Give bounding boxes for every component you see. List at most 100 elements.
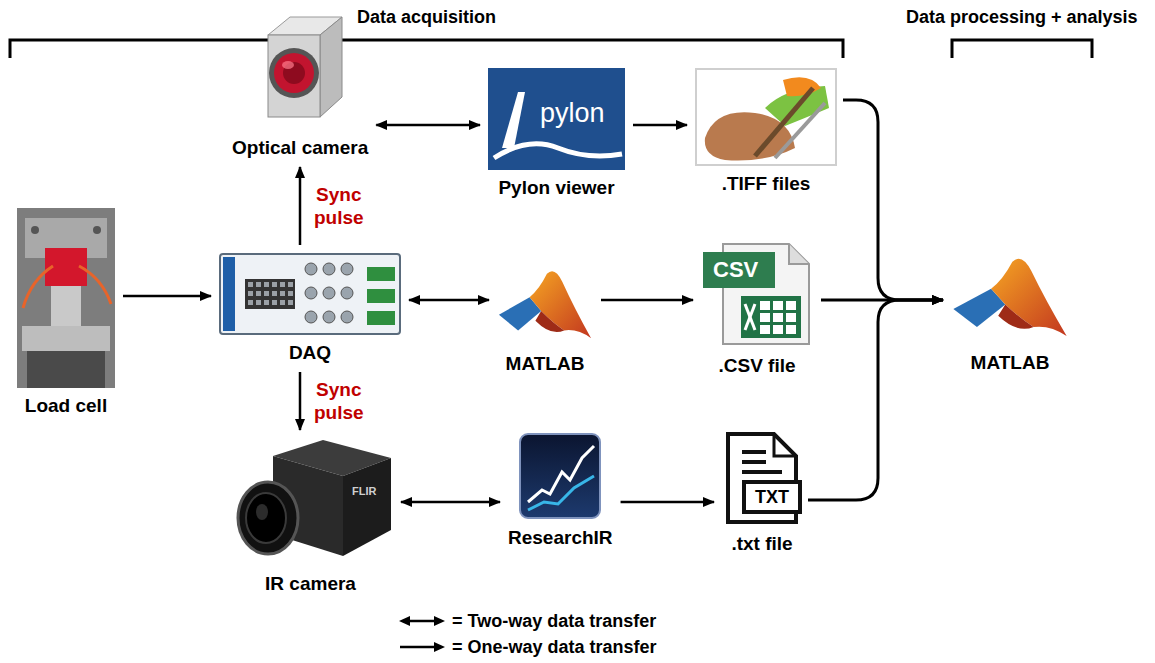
graphic-part xyxy=(528,446,594,502)
graphic-part xyxy=(786,301,796,310)
icon xyxy=(219,253,401,335)
data-arrow xyxy=(808,300,943,500)
graphic-part xyxy=(282,61,294,69)
node-caption: .TIFF files xyxy=(722,172,811,195)
legend-sample xyxy=(398,614,446,628)
graphic-part xyxy=(434,642,445,652)
signal-label: Sync pulse xyxy=(312,183,366,229)
graphic-part xyxy=(272,300,277,305)
icon-art xyxy=(695,68,837,166)
section-bracket xyxy=(10,40,843,58)
graphic-part xyxy=(745,304,755,330)
icon: TXT xyxy=(722,430,802,526)
node-caption: .CSV file xyxy=(718,354,795,377)
icon xyxy=(695,68,837,166)
brand-mark: FLIR xyxy=(352,484,376,498)
graphic-part xyxy=(786,325,796,334)
section-bracket xyxy=(952,40,1092,58)
icon-art xyxy=(219,253,401,335)
graphic-part xyxy=(341,263,353,275)
software-node: pylonPylon viewer xyxy=(488,68,625,199)
graphic-part xyxy=(991,259,1067,336)
node-caption: MATLAB xyxy=(971,351,1050,374)
graphic-part xyxy=(783,77,821,96)
graphic-part xyxy=(248,291,253,296)
camera-node: Optical camera xyxy=(232,5,368,159)
graphic-part xyxy=(17,208,115,388)
graphic-part xyxy=(280,282,285,287)
graphic-part xyxy=(741,296,801,338)
daq-node: DAQ xyxy=(219,253,401,364)
graphic-part xyxy=(530,271,591,338)
legend-sample xyxy=(398,640,446,654)
graphic-part xyxy=(760,313,770,322)
graphic-part xyxy=(742,450,766,454)
graphic-part xyxy=(742,460,766,464)
graphic-part xyxy=(367,289,395,303)
graphic-part xyxy=(79,266,111,304)
file-node: TXT.txt file xyxy=(722,430,802,555)
icon xyxy=(497,268,593,346)
icon-art xyxy=(701,240,813,348)
graphic-part xyxy=(288,300,293,305)
node-caption: ResearchIR xyxy=(508,526,613,549)
icon-art xyxy=(518,432,602,520)
data-arrow xyxy=(376,124,480,127)
camera-node: IR camera xyxy=(228,438,393,595)
graphic-part xyxy=(223,257,235,331)
data-arrow xyxy=(409,299,489,302)
section-heading: Data acquisition xyxy=(357,6,496,29)
graphic-part xyxy=(27,351,105,388)
icon-art xyxy=(722,430,802,526)
logo-text: CSV xyxy=(713,257,758,282)
graphic-part xyxy=(264,291,269,296)
graphic-part xyxy=(773,301,783,310)
graphic-part xyxy=(399,616,410,626)
icon-art xyxy=(250,5,350,130)
node-caption: MATLAB xyxy=(506,352,585,375)
graphic-part xyxy=(264,300,269,305)
icon xyxy=(250,5,350,130)
data-arrow xyxy=(299,167,302,245)
icon-art xyxy=(951,255,1069,345)
data-arrow xyxy=(299,372,302,430)
graphic-part xyxy=(269,48,319,98)
graphic-part xyxy=(760,325,770,334)
graphic-part xyxy=(494,144,622,158)
graphic-part xyxy=(341,287,353,299)
graphic-part xyxy=(367,311,395,325)
graphic-part xyxy=(246,493,286,543)
graphic-part xyxy=(238,482,298,554)
graphic-part xyxy=(323,311,335,323)
software-node: ResearchIR xyxy=(508,432,613,549)
icon xyxy=(17,208,115,388)
legend: = Two-way data transfer= One-way data tr… xyxy=(398,608,657,660)
graphic-part xyxy=(22,326,110,351)
sensor-node: Load cell xyxy=(17,208,115,417)
graphic-part xyxy=(774,434,796,456)
data-arrow xyxy=(401,501,500,504)
data-arrow xyxy=(123,295,211,298)
legend-row: = One-way data transfer xyxy=(398,634,657,660)
section-heading: Data processing + analysis xyxy=(906,6,1138,29)
graphic-part xyxy=(341,311,353,323)
software-node: MATLAB xyxy=(497,268,593,375)
graphic-part xyxy=(288,291,293,296)
node-caption: IR camera xyxy=(265,572,356,595)
graphic-part xyxy=(773,313,783,322)
graphic-part xyxy=(280,291,285,296)
icon xyxy=(518,432,602,520)
icon-art xyxy=(17,208,115,388)
graphic-part xyxy=(367,267,395,281)
icon xyxy=(951,255,1069,345)
graphic-part xyxy=(256,300,261,305)
icon xyxy=(228,438,393,566)
graphic-part xyxy=(31,226,39,234)
icon-art xyxy=(228,438,393,566)
graphic-part xyxy=(400,646,436,649)
icon-art xyxy=(497,268,593,346)
graphic-part xyxy=(773,325,783,334)
node-caption: DAQ xyxy=(289,341,331,364)
graphic-part xyxy=(51,286,81,326)
